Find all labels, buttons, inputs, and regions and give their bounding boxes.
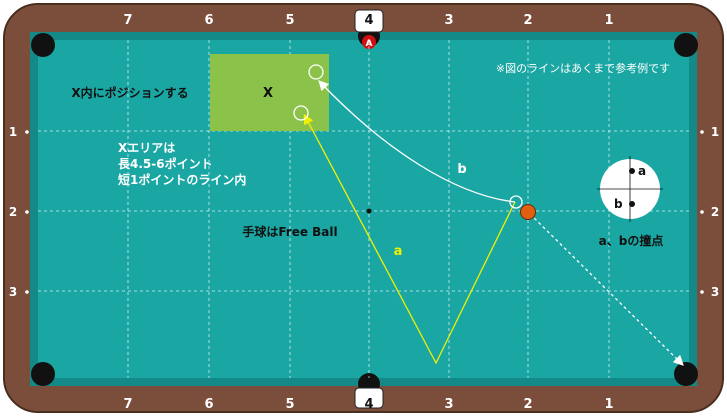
- zone-x-label: X: [263, 86, 273, 101]
- cue-ball-contact: [509, 195, 523, 209]
- diamonds-top: 7 6 5 4 3 2 1: [123, 13, 613, 28]
- diamond-bottom-7: 7: [123, 397, 132, 412]
- area-line-1: Xエリアは: [118, 141, 175, 155]
- diamond-top-7: 7: [123, 13, 132, 28]
- table-cloth: [38, 40, 689, 378]
- diamond-left-3: 3: [9, 285, 17, 299]
- diamond-top-6: 6: [204, 13, 213, 28]
- diamond-top-5: 5: [285, 13, 294, 28]
- diamond-dots: [25, 130, 704, 294]
- contact-dot-a: [629, 168, 635, 174]
- diamonds-right: 1 2 3: [711, 125, 719, 299]
- contact-label-b: b: [614, 197, 623, 211]
- diamond-bottom-4: 4: [364, 397, 373, 412]
- object-ball: [520, 204, 536, 220]
- diamonds-left: 1 2 3: [9, 125, 17, 299]
- diamond-bottom-6: 6: [204, 397, 213, 412]
- contact-caption: a、bの撞点: [599, 233, 664, 248]
- position-instruction: X内にポジションする: [71, 85, 188, 100]
- free-ball-label: 手球はFree Ball: [242, 224, 337, 239]
- diamond-top-3: 3: [444, 13, 453, 28]
- path-a-label: a: [394, 244, 403, 259]
- pocket-marker-label: A: [366, 39, 373, 49]
- contact-point-diagram: a b: [597, 156, 663, 222]
- pocket-top-left: [31, 33, 55, 57]
- diamond-bottom-3: 3: [444, 397, 453, 412]
- area-line-2: 長4.5-6ポイント: [118, 156, 213, 171]
- note-text: ※図のラインはあくまで参考例です: [496, 61, 670, 75]
- diamond-right-1: 1: [711, 125, 719, 139]
- path-b-label: b: [457, 162, 466, 177]
- pocket-top-right: [674, 33, 698, 57]
- cue-position-a: [293, 105, 309, 121]
- path-b-line: [318, 80, 516, 203]
- diamonds-bottom: 7 6 5 4 3 2 1: [123, 397, 613, 412]
- center-spot: [366, 208, 372, 214]
- contact-dot-b: [629, 201, 635, 207]
- diamond-bottom-5: 5: [285, 397, 294, 412]
- cue-position-b: [308, 64, 324, 80]
- pocket-bottom-left: [31, 362, 55, 386]
- diamond-bottom-2: 2: [523, 397, 532, 412]
- diamond-right-2: 2: [711, 205, 719, 219]
- pockets: [31, 9, 698, 409]
- diamond-right-3: 3: [711, 285, 719, 299]
- area-line-3: 短1ポイントのライン内: [118, 172, 246, 187]
- diamond-top-2: 2: [523, 13, 532, 28]
- path-a-line: [303, 113, 516, 365]
- diamond-top-4: 4: [364, 13, 373, 28]
- diamond-bottom-1: 1: [604, 397, 613, 412]
- contact-label-a: a: [638, 164, 646, 178]
- diamond-left-2: 2: [9, 205, 17, 219]
- diamond-left-1: 1: [9, 125, 17, 139]
- diamond-top-1: 1: [604, 13, 613, 28]
- pocket-bottom-right: [674, 362, 698, 386]
